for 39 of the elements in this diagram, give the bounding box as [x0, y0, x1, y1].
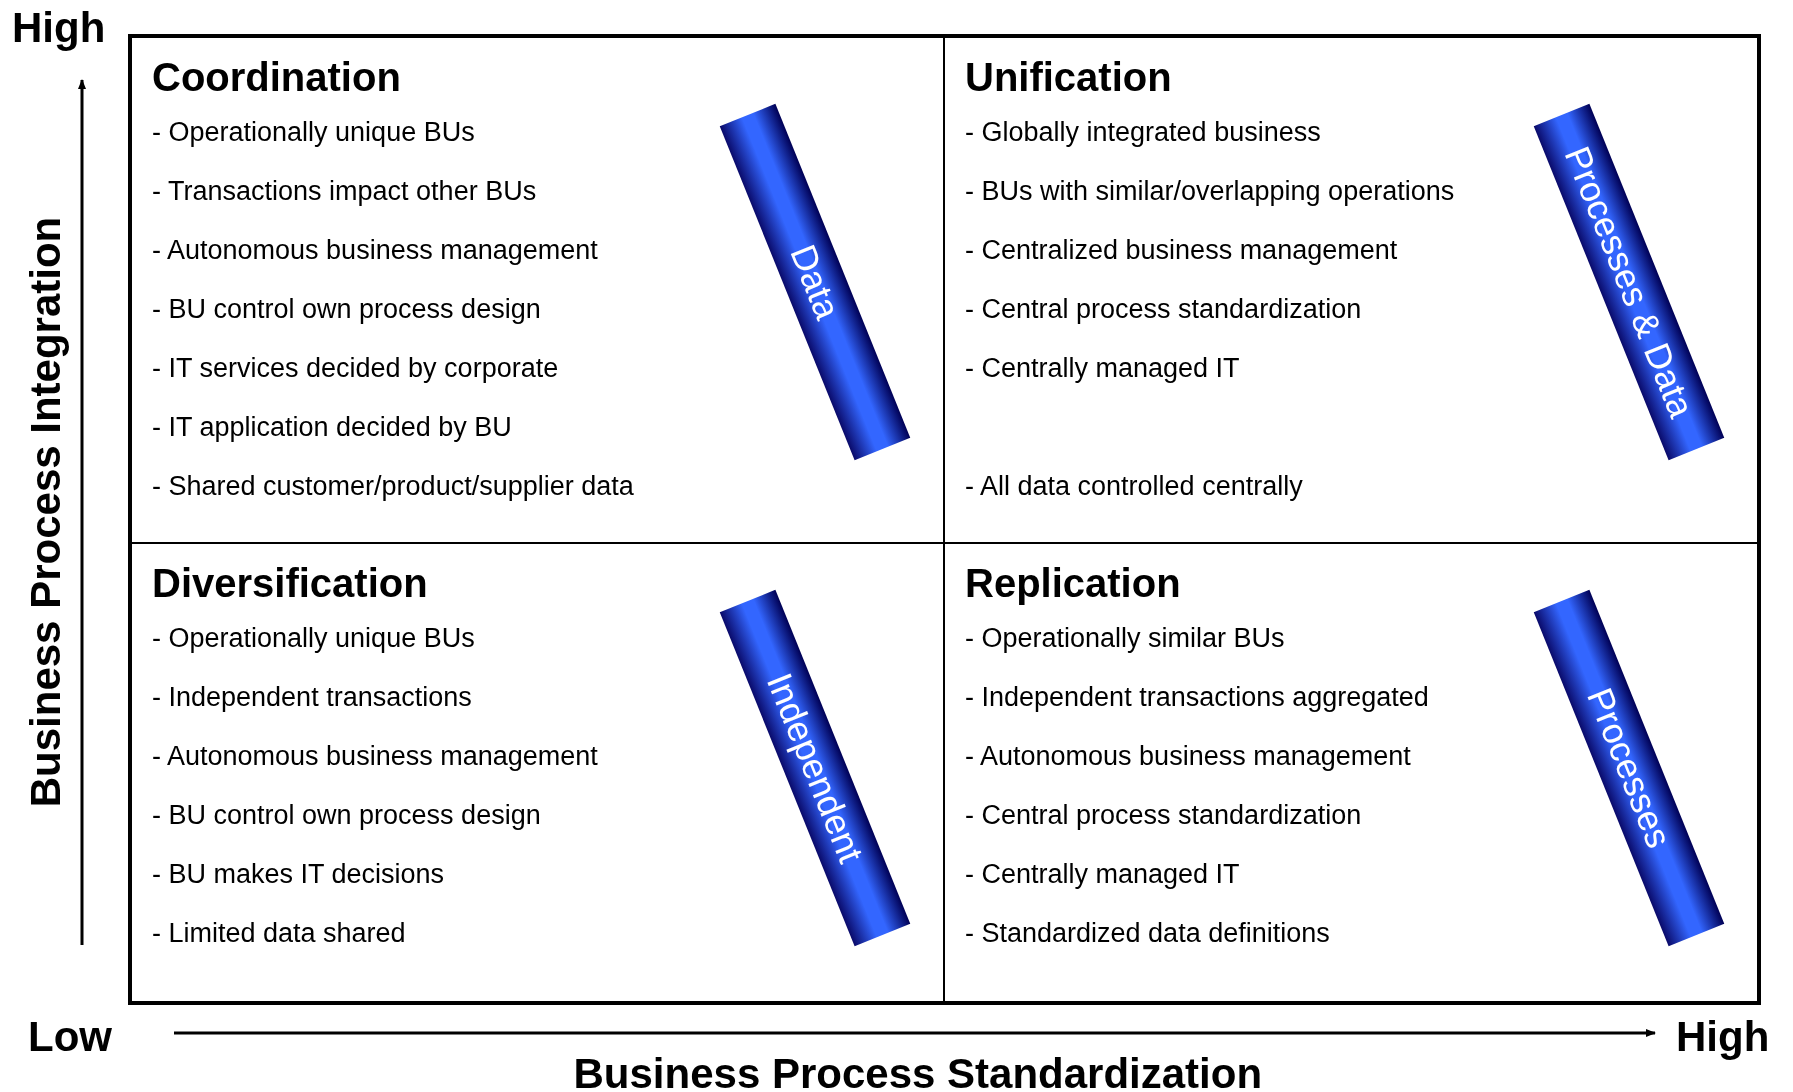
list-item: - Autonomous business management	[152, 740, 598, 773]
quadrant-heading: Diversification	[152, 560, 428, 607]
list-item: - Operationally unique BUs	[152, 116, 475, 149]
list-item: - IT application decided by BU	[152, 411, 512, 444]
list-item: - Shared customer/product/supplier data	[152, 470, 634, 503]
banner-label: Data	[781, 238, 849, 326]
list-item: - Central process standardization	[965, 799, 1362, 832]
axis-label: Business Process Standardization	[573, 1050, 1263, 1092]
axis-label: Low	[28, 1013, 112, 1061]
list-item: - Autonomous business management	[965, 740, 1411, 773]
list-item: - Centrally managed IT	[965, 858, 1240, 891]
list-item: - Central process standardization	[965, 293, 1362, 326]
list-item: - Independent transactions aggregated	[965, 681, 1429, 714]
list-item: - BU control own process design	[152, 799, 541, 832]
quadrant-panel	[128, 34, 944, 543]
list-item: - IT services decided by corporate	[152, 352, 559, 385]
axis-label: High	[12, 4, 106, 52]
quadrant-panel	[128, 543, 944, 1005]
list-item: - Centralized business management	[965, 234, 1398, 267]
list-item: - BU control own process design	[152, 293, 541, 326]
list-item: - Operationally similar BUs	[965, 622, 1285, 655]
list-item: - Autonomous business management	[152, 234, 598, 267]
list-item: - Operationally unique BUs	[152, 622, 475, 655]
quadrant-heading: Coordination	[152, 54, 401, 101]
quadrant-heading: Unification	[965, 54, 1172, 101]
list-item: - All data controlled centrally	[965, 470, 1303, 503]
quadrant-panel	[944, 34, 1761, 543]
list-item: - BUs with similar/overlapping operations	[965, 175, 1455, 208]
list-item: - Limited data shared	[152, 917, 406, 950]
axis-label: Business Process Integration	[21, 216, 70, 808]
list-item: - BU makes IT decisions	[152, 858, 445, 891]
list-item: - Standardized data definitions	[965, 917, 1330, 950]
axis-label: High	[1676, 1013, 1770, 1061]
list-item: - Transactions impact other BUs	[152, 175, 537, 208]
quadrant-heading: Replication	[965, 560, 1181, 607]
list-item: - Globally integrated business	[965, 116, 1321, 149]
list-item: - Centrally managed IT	[965, 352, 1240, 385]
quadrant-panel	[944, 543, 1761, 1005]
list-item: - Independent transactions	[152, 681, 472, 714]
